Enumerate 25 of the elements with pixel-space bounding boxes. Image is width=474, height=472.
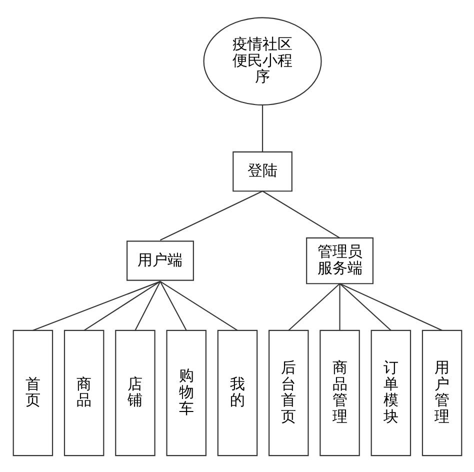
node-box: 用户管理 [421, 329, 462, 456]
node-box: 我的 [216, 329, 258, 456]
connector [261, 104, 263, 152]
connector [32, 280, 160, 330]
node-box: 商品管理 [319, 329, 360, 456]
node-box: 店铺 [114, 329, 155, 456]
node-box: 订单模块 [370, 329, 411, 456]
node-ellipse: 疫情社区便民小程序 [202, 16, 322, 105]
connector [160, 190, 262, 240]
node-box: 购物车 [166, 329, 206, 456]
connector [338, 283, 340, 330]
connector [339, 282, 442, 330]
node-box: 后台首页 [268, 329, 308, 456]
connector [159, 280, 238, 330]
connector [262, 190, 340, 238]
connector [134, 280, 160, 330]
node-box: 商品 [63, 329, 104, 456]
node-box: 登陆 [232, 150, 292, 192]
node-box: 首页 [12, 329, 53, 456]
connector [83, 280, 160, 330]
node-box: 管理员服务端 [306, 236, 374, 284]
connector [159, 280, 186, 330]
connector [338, 282, 391, 330]
connector [288, 282, 340, 330]
node-box: 用户端 [126, 240, 194, 280]
